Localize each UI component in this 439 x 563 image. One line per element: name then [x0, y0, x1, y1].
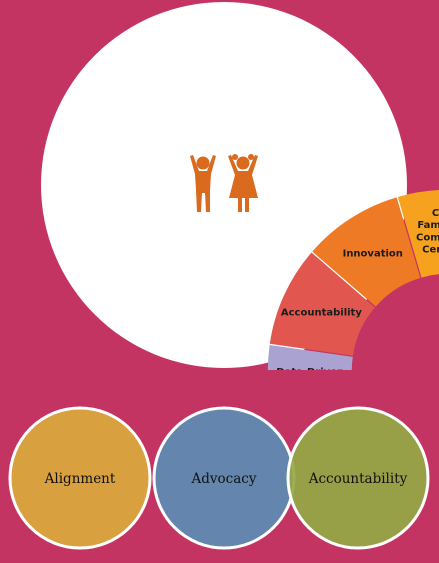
segment-innovation-shape — [312, 197, 421, 307]
circle-accountability-label: Accountability — [308, 471, 408, 487]
segment-child-family-community-centered-shape — [397, 190, 439, 278]
principles-wheel: Child,Family andCommunityCenteredEquityD… — [41, 2, 439, 370]
segment-accountability-label: Accountability — [281, 308, 362, 319]
children-icon — [190, 154, 258, 212]
venn-diagram: Alignment Advocacy Accountability — [8, 406, 430, 550]
segment-data-driven-decisions: Data-DrivenOutcomes-FocusedDecisions — [267, 344, 353, 370]
segment-child-family-community-centered: Child,Family andCommunityCentered — [397, 190, 439, 278]
segment-innovation: Innovation — [312, 197, 421, 307]
venn-labels: Alignment Advocacy Accountability — [44, 471, 408, 487]
wheel-segments: Child,Family andCommunityCenteredEquityD… — [267, 190, 439, 370]
wheel-center — [136, 97, 312, 273]
segment-data-driven-decisions-shape — [267, 344, 353, 370]
segment-innovation-label: Innovation — [343, 248, 403, 259]
circle-alignment-label: Alignment — [44, 471, 116, 487]
segment-accountability-shape — [269, 252, 375, 356]
segment-child-family-community-centered-label: Child,Family andCommunityCentered — [416, 208, 439, 256]
circle-alignment — [8, 406, 152, 550]
circle-accountability — [286, 406, 430, 550]
circle-advocacy-label: Advocacy — [191, 471, 257, 487]
segment-data-driven-decisions-label: Data-DrivenOutcomes-FocusedDecisions — [276, 367, 344, 370]
segment-accountability: Accountability — [269, 252, 375, 356]
venn-circles — [8, 406, 430, 550]
